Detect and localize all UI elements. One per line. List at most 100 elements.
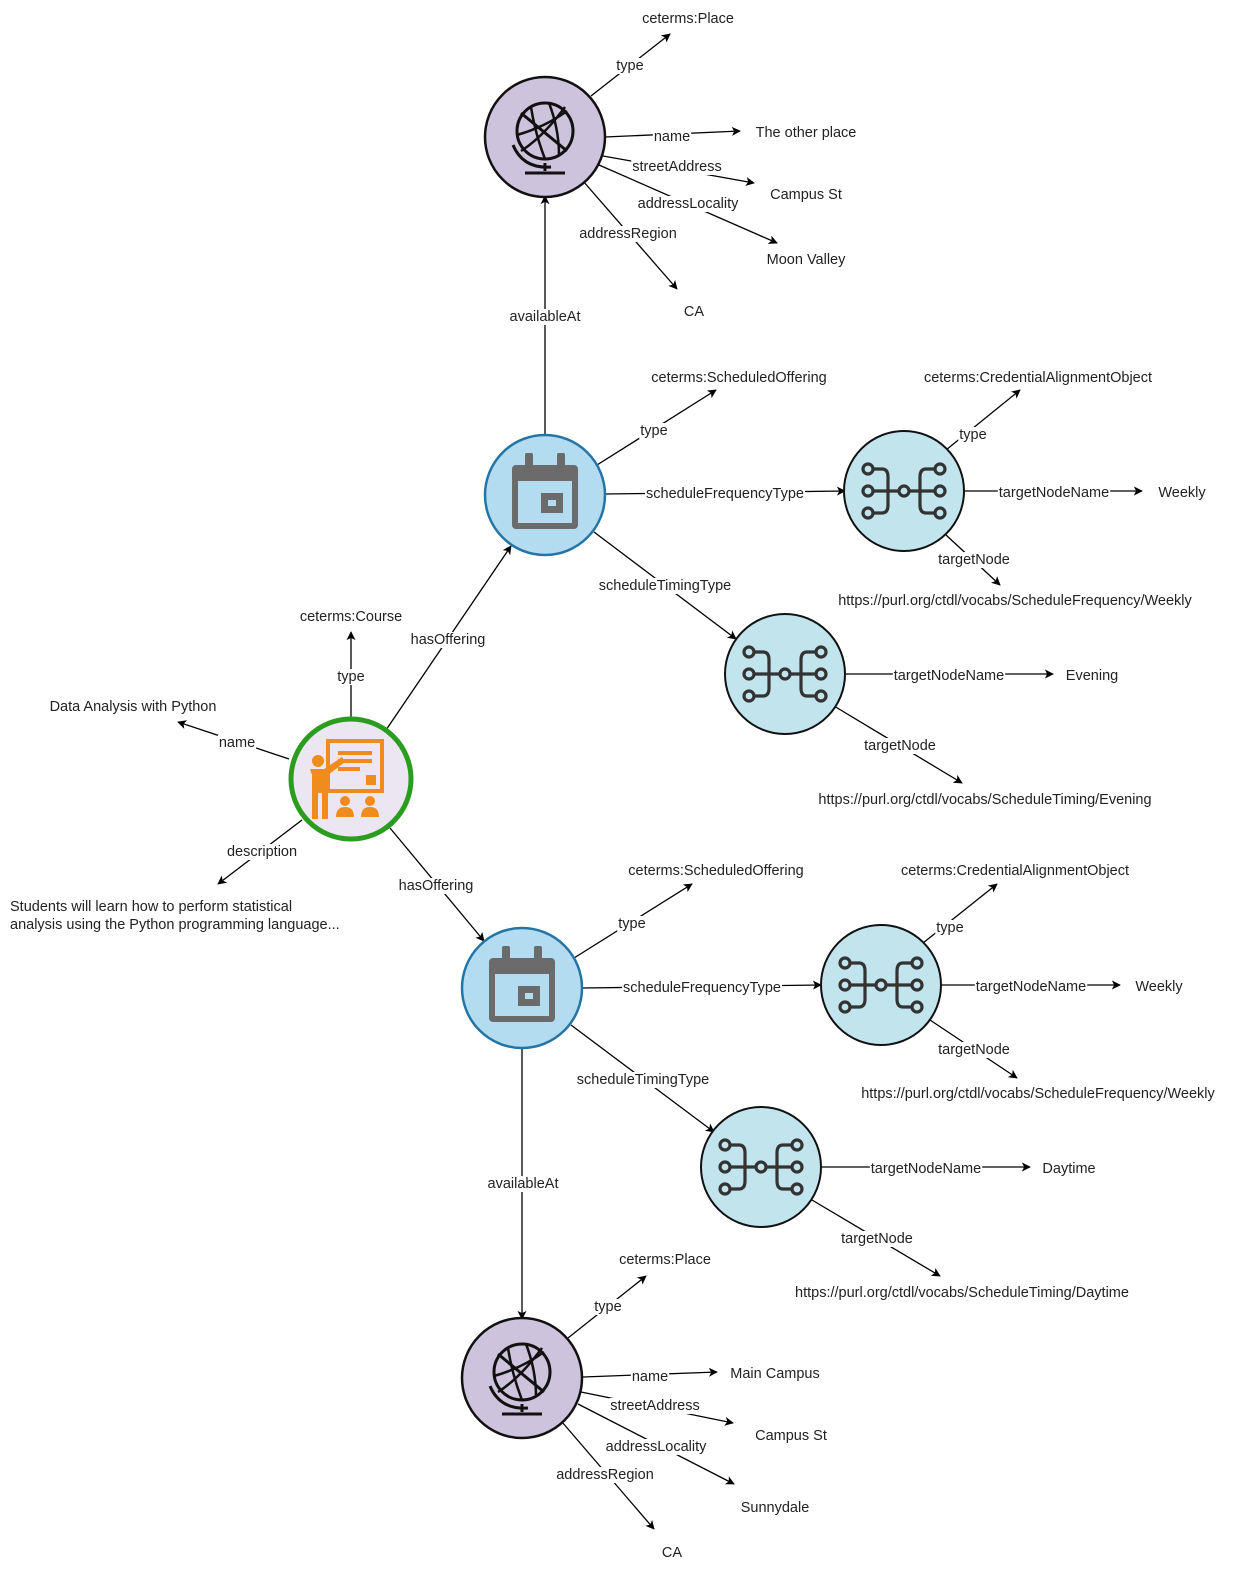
edge-label-type: type xyxy=(594,1299,621,1315)
place-name-value: The other place xyxy=(756,125,857,141)
edge-label-background xyxy=(593,1299,623,1315)
edge-label-streetaddress: streetAddress xyxy=(632,159,721,175)
edge-label-background xyxy=(631,159,723,175)
edge-label-background xyxy=(615,58,645,74)
street-address-value: Campus St xyxy=(755,1428,827,1444)
address-locality-value: Moon Valley xyxy=(767,252,846,268)
target-node-url[interactable]: https://purl.org/ctdl/vocabs/ScheduleTim… xyxy=(818,792,1151,808)
edge-label-background xyxy=(555,1467,655,1483)
edge-label-background xyxy=(217,735,257,751)
credential-alignment-node[interactable] xyxy=(843,430,965,552)
alignment-type-value: ceterms:CredentialAlignmentObject xyxy=(901,863,1129,879)
course-type-value: ceterms:Course xyxy=(300,609,402,625)
edge-label-hasoffering: hasOffering xyxy=(399,878,474,894)
edge-label-targetnodename: targetNodeName xyxy=(871,1161,981,1177)
edge-label-background xyxy=(597,578,733,594)
place-type-value: ceterms:Place xyxy=(642,11,734,27)
target-node-url[interactable]: https://purl.org/ctdl/vocabs/ScheduleTim… xyxy=(795,1285,1129,1301)
edge-label-background xyxy=(869,1161,983,1177)
edge-label-background xyxy=(863,738,937,754)
target-node-name-value: Weekly xyxy=(1135,979,1183,995)
edge-label-background xyxy=(397,878,475,894)
edge-label-background xyxy=(630,1369,670,1385)
course-description-line: Students will learn how to perform stati… xyxy=(10,899,292,915)
edge-label-type: type xyxy=(337,669,364,685)
edge-label-targetnode: targetNode xyxy=(938,552,1010,568)
edge-label-background xyxy=(997,485,1111,501)
place-name-value: Main Campus xyxy=(730,1366,819,1382)
target-node-name-value: Weekly xyxy=(1158,485,1206,501)
address-region-value: CA xyxy=(662,1545,682,1561)
edge-label-targetnode: targetNode xyxy=(841,1231,913,1247)
edge-label-targetnodename: targetNodeName xyxy=(976,979,1086,995)
edge-label-background xyxy=(409,632,487,648)
edge-label-background xyxy=(575,1072,711,1088)
edge-label-name: name xyxy=(654,129,690,145)
scheduled-offering-node[interactable] xyxy=(483,433,607,557)
edge-label-type: type xyxy=(618,916,645,932)
edge-label-background xyxy=(652,129,692,145)
edge-label-background xyxy=(935,920,965,936)
edge-label-hasoffering: hasOffering xyxy=(411,632,486,648)
target-node-name-value: Daytime xyxy=(1042,1161,1095,1177)
edge-label-background xyxy=(958,427,988,443)
edge-label-background xyxy=(974,979,1088,995)
alignment-type-value: ceterms:CredentialAlignmentObject xyxy=(924,370,1152,386)
edge-label-targetnode: targetNode xyxy=(864,738,936,754)
edge-label-addresslocality: addressLocality xyxy=(638,196,739,212)
edge-label-addressregion: addressRegion xyxy=(556,1467,654,1483)
edge-label-background xyxy=(639,423,669,439)
target-node-url[interactable]: https://purl.org/ctdl/vocabs/ScheduleFre… xyxy=(838,593,1192,609)
edge-label-description: description xyxy=(227,844,297,860)
course-description-line: analysis using the Python programming la… xyxy=(10,917,340,933)
edge-label-type: type xyxy=(936,920,963,936)
edge-labels-layer: type name streetAddress addressLocality … xyxy=(217,58,1111,1483)
edge-label-addressregion: addressRegion xyxy=(579,226,677,242)
address-locality-value: Sunnydale xyxy=(741,1500,810,1516)
edge-label-background xyxy=(609,1398,701,1414)
course-name-value: Data Analysis with Python xyxy=(50,699,217,715)
nodes-layer xyxy=(288,75,965,1440)
target-node-url[interactable]: https://purl.org/ctdl/vocabs/ScheduleFre… xyxy=(861,1086,1215,1102)
edge-label-addresslocality: addressLocality xyxy=(606,1439,707,1455)
place-node[interactable] xyxy=(460,1316,584,1440)
credential-alignment-node[interactable] xyxy=(724,613,846,735)
street-address-value: Campus St xyxy=(770,187,842,203)
edge-label-background xyxy=(937,1042,1011,1058)
edge-label-availableat: availableAt xyxy=(510,309,581,325)
edge-label-availableat: availableAt xyxy=(488,1176,559,1192)
edge-label-background xyxy=(508,309,582,325)
edge-label-schedulefrequencytype: scheduleFrequencyType xyxy=(646,486,804,502)
place-node[interactable] xyxy=(483,75,607,199)
place-type-value: ceterms:Place xyxy=(619,1252,711,1268)
edge-label-streetaddress: streetAddress xyxy=(610,1398,699,1414)
credential-alignment-node[interactable] xyxy=(700,1106,822,1228)
edge-label-name: name xyxy=(632,1369,668,1385)
edge-label-targetnodename: targetNodeName xyxy=(894,668,1004,684)
edge-label-scheduletimingtype: scheduleTimingType xyxy=(577,1072,709,1088)
edge-label-background xyxy=(840,1231,914,1247)
edge-label-targetnode: targetNode xyxy=(938,1042,1010,1058)
edge-label-background xyxy=(892,668,1006,684)
edge-label-background xyxy=(578,226,678,242)
edge-label-background xyxy=(486,1176,560,1192)
edge-label-type: type xyxy=(959,427,986,443)
credential-alignment-node[interactable] xyxy=(820,924,942,1046)
offering-type-value: ceterms:ScheduledOffering xyxy=(651,370,826,386)
edge-label-background xyxy=(604,1439,709,1455)
edge-label-background xyxy=(622,980,782,996)
edge-label-background xyxy=(225,844,299,860)
edge-label-type: type xyxy=(616,58,643,74)
edge-label-schedulefrequencytype: scheduleFrequencyType xyxy=(623,980,781,996)
edge-label-scheduletimingtype: scheduleTimingType xyxy=(599,578,731,594)
course-node[interactable] xyxy=(288,716,414,842)
edge-label-background xyxy=(336,669,366,685)
edge-label-type: type xyxy=(640,423,667,439)
edge-label-targetnodename: targetNodeName xyxy=(999,485,1109,501)
address-region-value: CA xyxy=(684,304,704,320)
edge-label-background xyxy=(636,196,741,212)
scheduled-offering-node[interactable] xyxy=(460,926,584,1050)
edge-label-background xyxy=(645,486,805,502)
